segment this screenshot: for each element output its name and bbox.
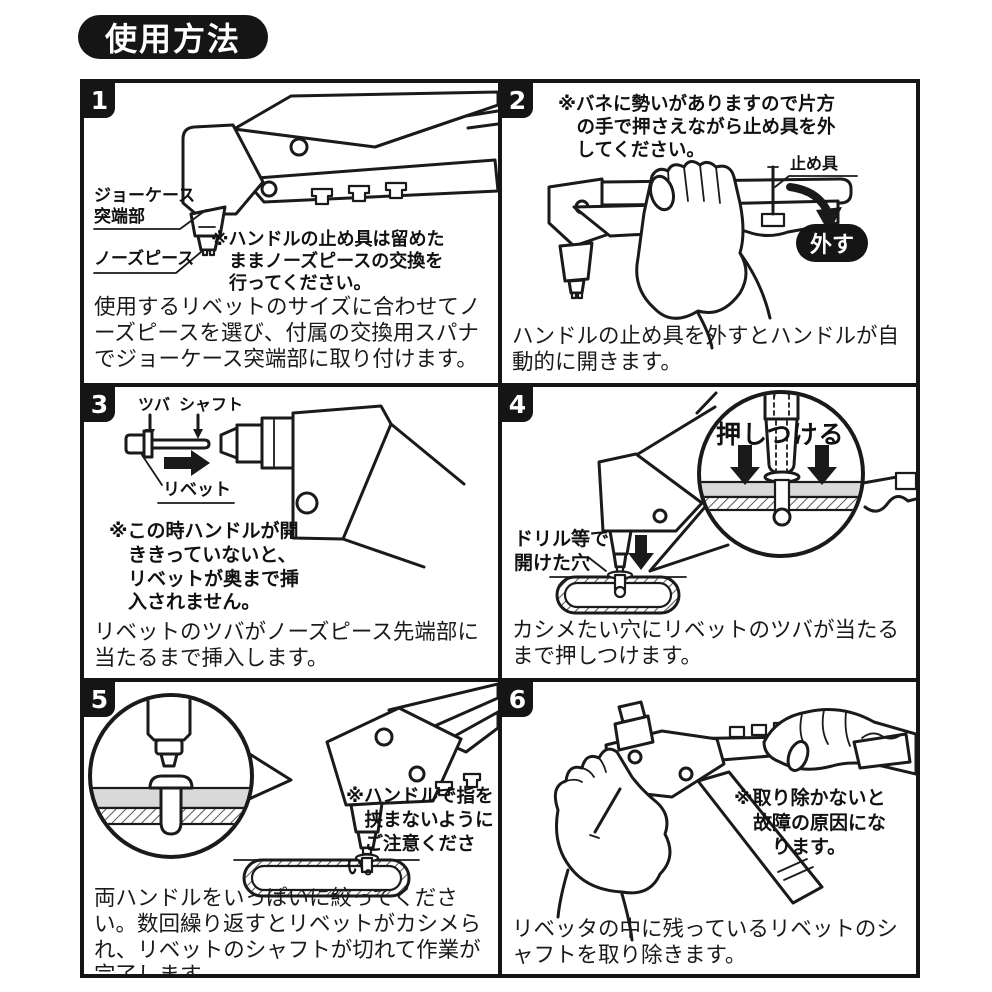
step-number: 4: [502, 387, 533, 422]
step-caption: 両ハンドルをいっぱいに絞ってください。数回繰り返すとリベットがカシメられ、リベッ…: [94, 886, 482, 974]
jaw-case-leader-line: [93, 209, 207, 230]
down-arrow-icon: [145, 413, 203, 439]
stopper-leader-line: [774, 175, 858, 188]
page-title: 使用方法: [78, 15, 268, 59]
hole-leader-line: [587, 556, 607, 572]
press-into-hole-illustration: [549, 390, 916, 615]
step-panel-2: 2 止め具: [502, 83, 916, 383]
step-note: ※ハンドルの止め具は留めた ままノーズピースの交換を 行ってください。: [211, 229, 445, 294]
step-caption: ハンドルの止め具を外すとハンドルが自動的に開きます。: [512, 324, 900, 375]
nose-piece-label: ノーズピース: [94, 249, 195, 269]
step-number: 6: [502, 682, 533, 717]
remove-action-badge: 外す: [796, 224, 869, 262]
shaft-label: シャフト: [179, 395, 244, 414]
drilled-hole-label: ドリル等で 開けた穴: [514, 528, 610, 574]
step-caption: 使用するリベットのサイズに合わせてノーズピースを選び、付属の交換用スパナでジョー…: [94, 295, 481, 372]
rivet-insertion-illustration: [124, 404, 466, 569]
step-caption: リベッタの中に残っているリベットのシャフトを取り除きます。: [512, 917, 898, 968]
squeeze-handles-illustration: [88, 682, 498, 898]
step-caption: リベットのツバがノーズピース先端部に当たるまで挿入します。: [94, 620, 479, 671]
right-arrow-icon: [164, 450, 210, 476]
step-number: 5: [84, 682, 115, 717]
step-panel-4: 4: [502, 387, 916, 678]
step-note: ※バネに勢いがありますので片方 の手で押さえながら止め具を外 してください。: [558, 94, 836, 162]
stopper-label: 止め具: [790, 154, 839, 173]
steps-grid: 1 ジョーケース 突端部 ノーズピース ※ハンド: [80, 79, 920, 978]
step-panel-5: 5: [84, 682, 498, 974]
step-note: ※この時ハンドルが開 ききっていないと、 リベットが奥まで挿 入されません。: [109, 520, 300, 614]
step-note: ※取り除かないと 故障の原因にな ります。: [734, 787, 887, 859]
down-arrow-icon: [730, 445, 837, 485]
rivet-shaft-pin: [593, 787, 622, 834]
rivet-label: リベット: [163, 480, 231, 500]
rivet-leader-line: [141, 454, 235, 504]
riveter-nosepiece-illustration: [93, 90, 498, 274]
hand-holding-riveter-illustration: [547, 160, 858, 350]
step-number: 3: [84, 387, 115, 422]
flange-label: ツバ: [138, 395, 171, 414]
step-caption: カシメたい穴にリベットのツバが当たるまで押しつけます。: [512, 618, 900, 669]
press-label: 押しつける: [716, 420, 845, 449]
step-panel-6: 6 ※取り除かない: [502, 682, 916, 974]
step-panel-1: 1 ジョーケース 突端部 ノーズピース ※ハンド: [84, 83, 498, 383]
step-number: 2: [502, 83, 533, 118]
step-panel-3: 3 ツバ シャフト: [84, 387, 498, 678]
remove-shaft-illustration: [553, 700, 916, 942]
nose-piece-leader-line: [93, 251, 202, 274]
curved-arrow-icon: [786, 183, 842, 233]
step-note: ※ハンドルで指を 挟まないように ご注意ください。: [346, 786, 494, 880]
down-arrow-icon: [628, 535, 654, 570]
step-number: 1: [84, 83, 115, 118]
jaw-case-label: ジョーケース 突端部: [94, 186, 196, 228]
